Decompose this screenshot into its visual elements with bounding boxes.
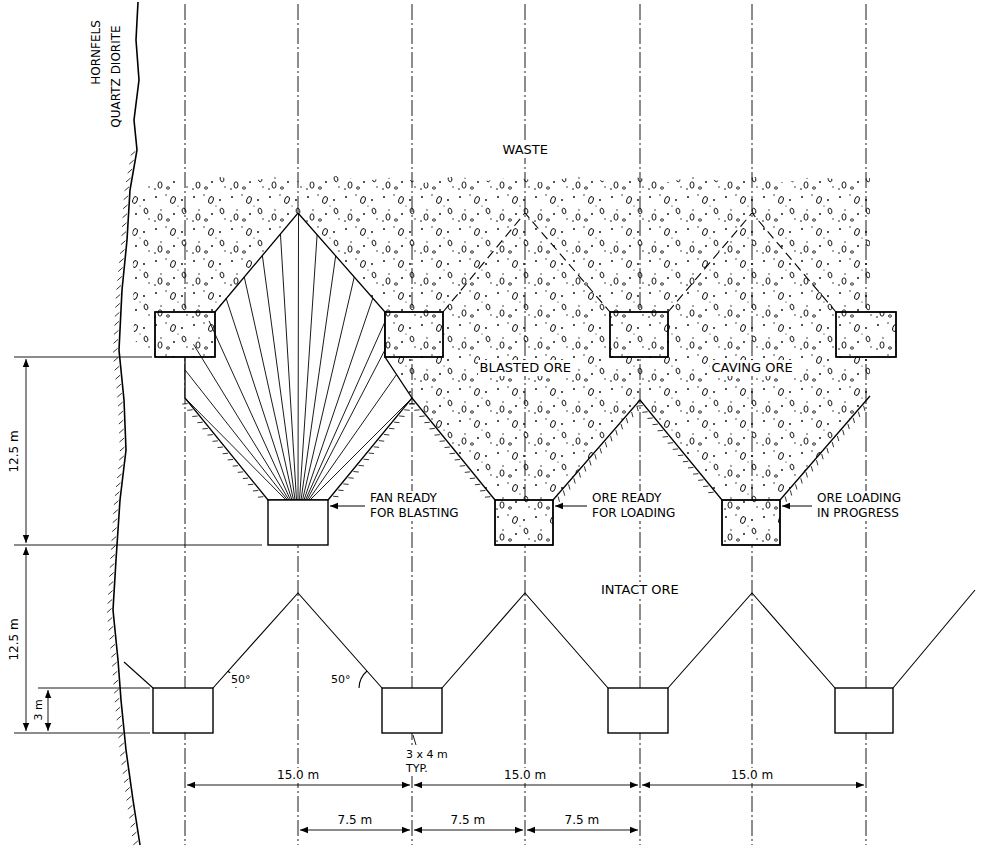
dimension-label: 15.0 m [502, 768, 548, 783]
dimension-label: 7.5 m [336, 813, 375, 828]
angle-label: 50° [329, 673, 353, 687]
zone-label: WASTE [501, 142, 550, 158]
callout-arrow [555, 506, 587, 507]
blast-fan [185, 213, 412, 500]
callout-arrow [330, 506, 365, 507]
dashed-fan-outline [443, 213, 836, 312]
dimension-label: 7.5 m [563, 813, 602, 828]
dimension-label: 7.5 m [449, 813, 488, 828]
middle-drifts [268, 500, 780, 545]
callout-text: ORE READY FOR LOADING [590, 491, 686, 521]
angle-label: 50° [229, 673, 253, 687]
ore-boundary [412, 396, 870, 500]
zone-label: CAVING ORE [710, 360, 795, 376]
dimension-label: 3 m [31, 697, 45, 722]
callout-text: ORE LOADING IN PROGRESS [815, 491, 911, 521]
dimension-label: 3 x 4 m TYP. [404, 748, 460, 776]
dimension-label: 15.0 m [729, 768, 775, 783]
dimension-label: 15.0 m [275, 768, 321, 783]
dimension-lines [14, 357, 864, 830]
dimension-label: 12.5 m [7, 428, 22, 474]
boundary-hatching [107, 151, 865, 845]
rock-name: HORNFELS [88, 18, 103, 87]
zone-label: BLASTED ORE [478, 360, 573, 376]
callout-arrow [782, 506, 812, 507]
lower-drifts [153, 688, 893, 733]
rock-name: QUARTZ DIORITE [109, 23, 124, 129]
callout-text: FAN READY FOR BLASTING [368, 491, 466, 521]
upper-drifts [155, 312, 896, 357]
rubble-fill [132, 176, 870, 545]
zone-label: INTACT ORE [599, 582, 681, 598]
dimension-label: 12.5 m [7, 616, 22, 662]
blast-holes [185, 214, 412, 500]
lower-fan-outline [124, 590, 975, 688]
